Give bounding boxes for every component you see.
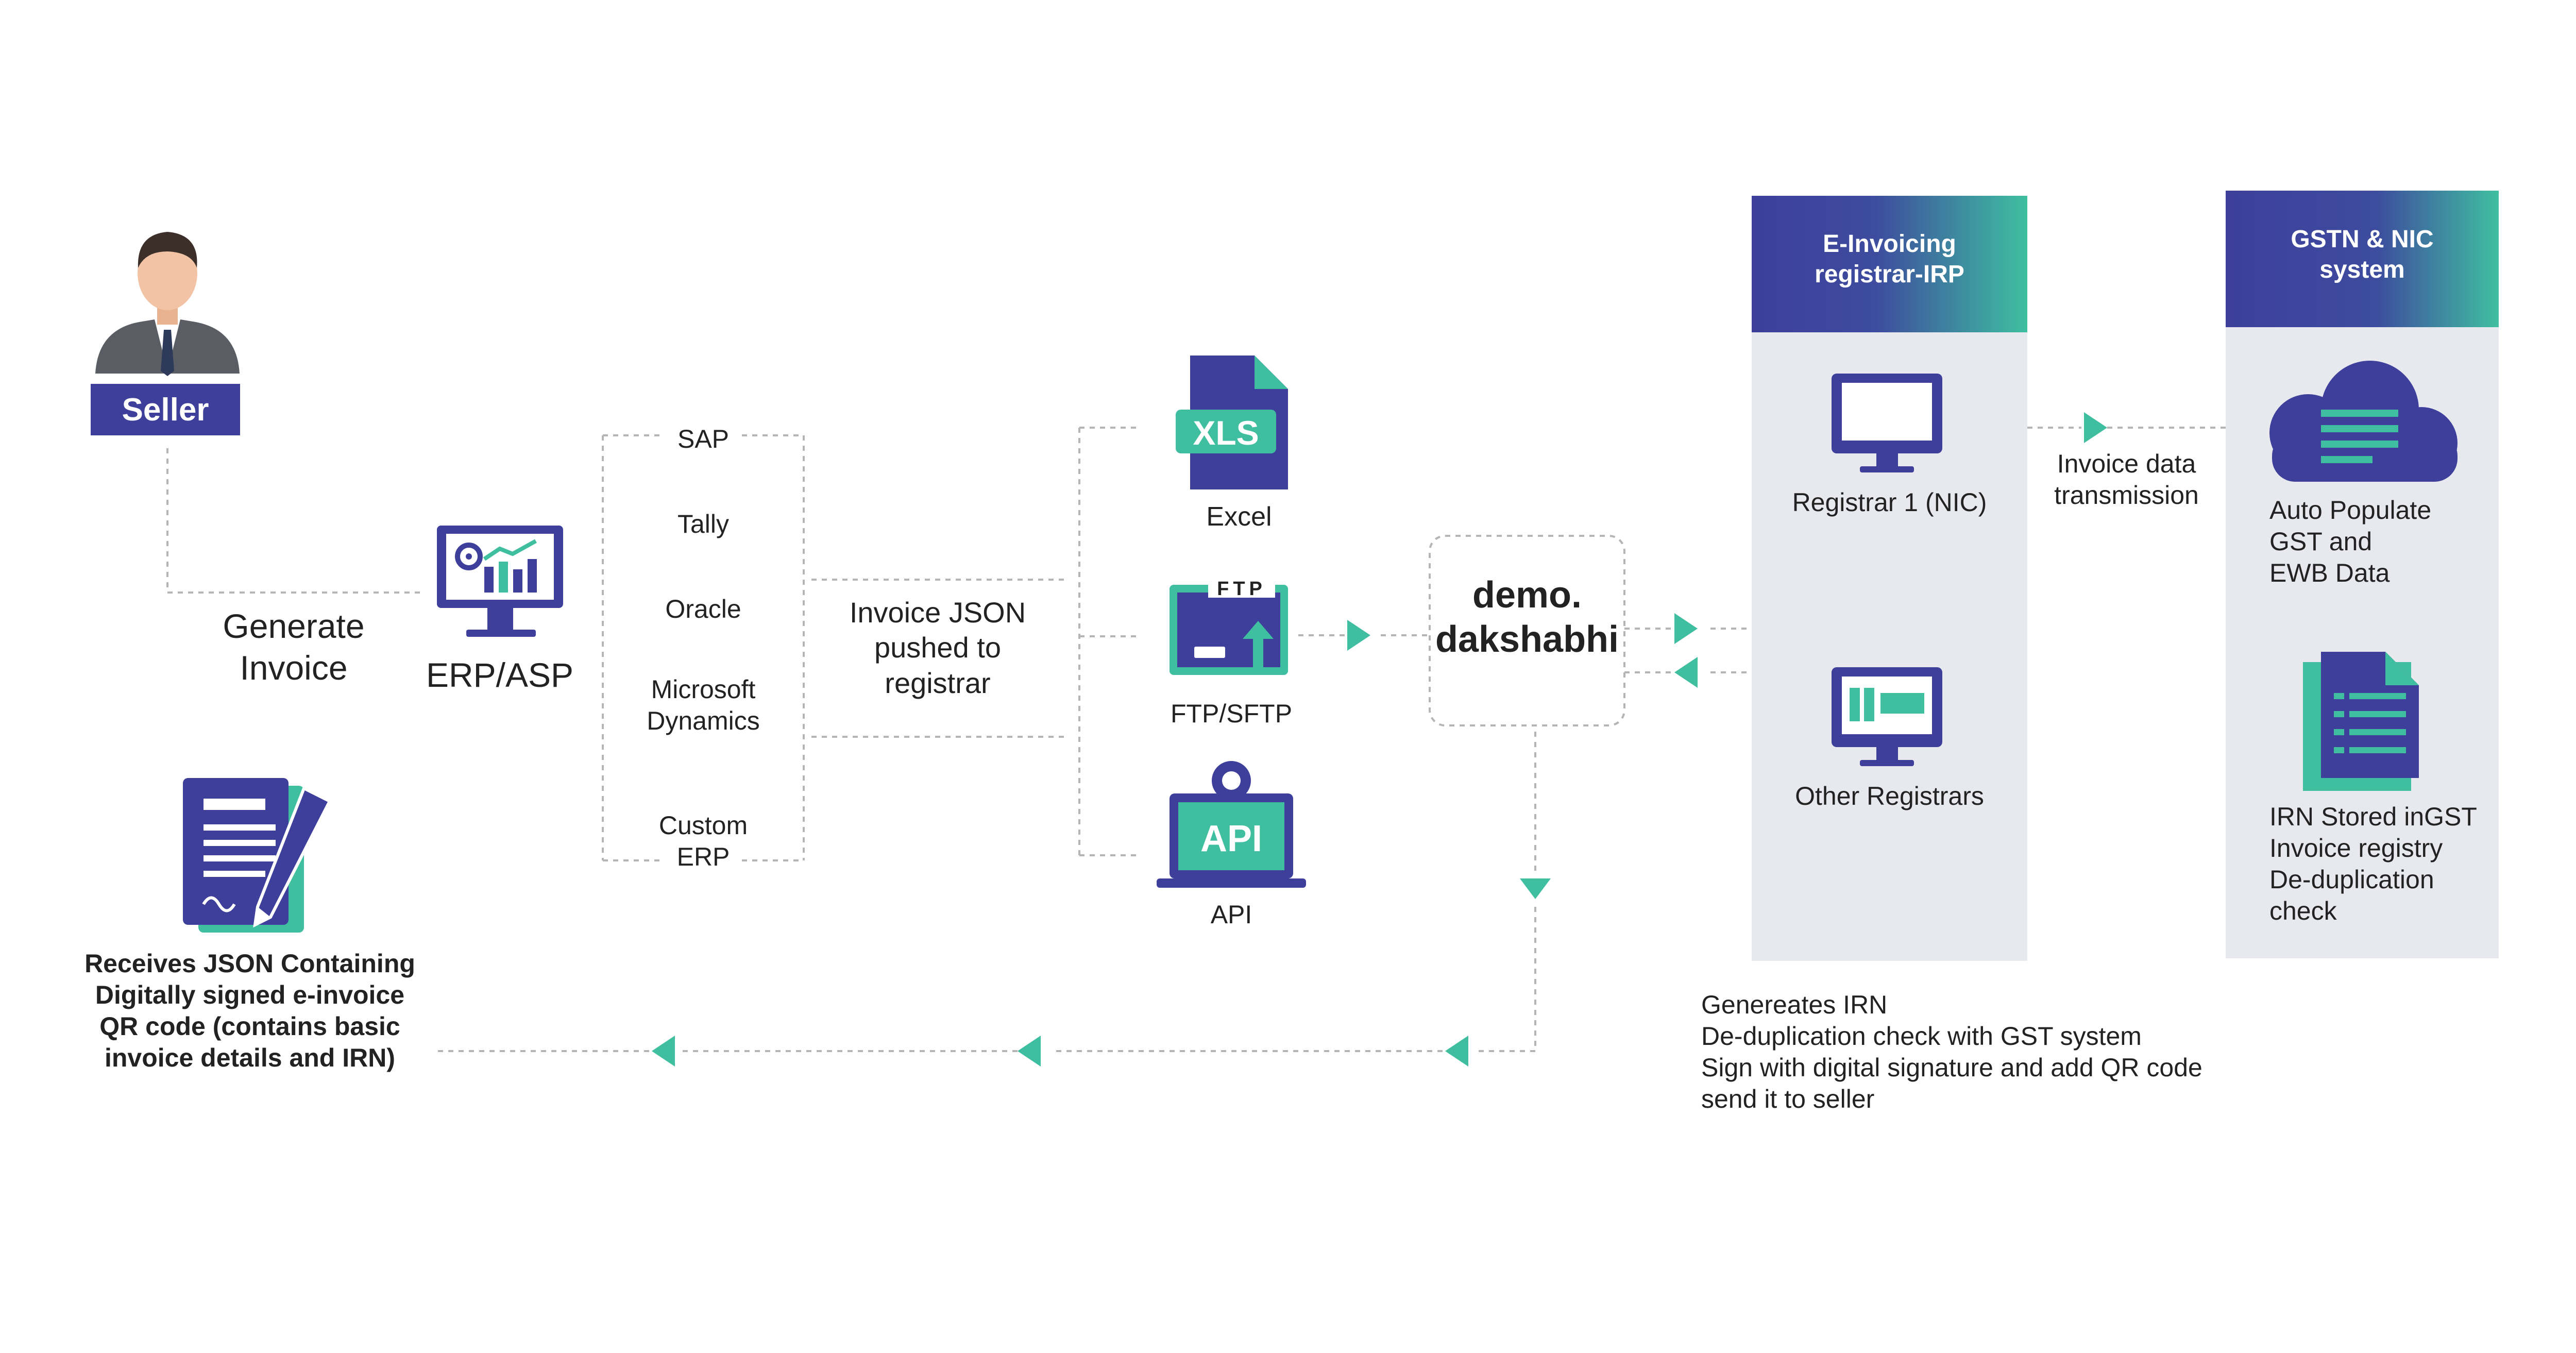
center-line1: demo.: [1472, 574, 1582, 616]
irp-notes: Genereates IRN De-duplication check with…: [1701, 989, 2268, 1115]
generate-invoice-line1: Generate: [223, 607, 365, 645]
arrow-left-1: [1445, 1036, 1468, 1067]
document-pen-icon: [183, 778, 332, 933]
gstn-header-line2: system: [2319, 256, 2405, 283]
erp-item-microsoft-dynamics: Microsoft Dynamics: [626, 674, 781, 737]
arrow-from-irp: [1674, 657, 1698, 688]
erp-item-custom-erp: Custom ERP: [626, 810, 781, 873]
invoice-json-label: Invoice JSON pushed to registrar: [809, 595, 1066, 701]
erp-item-tally: Tally: [677, 510, 730, 538]
flow-arrows: [652, 412, 2107, 1067]
transmission-line2: transmission: [2054, 481, 2199, 510]
api-laptop-icon: [1157, 761, 1306, 888]
receives-line2: Digitally signed e-invoice: [95, 980, 405, 1009]
irn-document-icon: [2303, 652, 2419, 791]
irp-note-line2: De-duplication check with GST system: [1701, 1022, 2142, 1051]
registrar1-label: Registrar 1 (NIC): [1792, 488, 1987, 517]
api-badge-text: API: [1200, 818, 1263, 859]
other-registrars-monitor-icon: [1832, 667, 1942, 766]
irp-note-line3: Sign with digital signature and add QR c…: [1701, 1053, 2202, 1082]
irn-stored-label: IRN Stored inGST Invoice registry De-dup…: [2269, 801, 2496, 927]
seller-label: Seller: [122, 392, 209, 428]
cloud-document-icon: [2269, 361, 2458, 482]
gstn-header: GSTN & NIC system: [2226, 225, 2499, 285]
ftp-badge-text: FTP: [1217, 578, 1266, 600]
generate-invoice-line2: Invoice: [240, 648, 348, 687]
erp-item-oracle: Oracle: [665, 595, 741, 623]
ftp-label: FTP/SFTP: [1170, 699, 1293, 728]
receives-line3: QR code (contains basic: [99, 1012, 400, 1041]
xls-file-icon: [1176, 356, 1288, 489]
excel-label: Excel: [1206, 502, 1272, 532]
arrow-left-3: [652, 1036, 675, 1067]
auto-line2: GST and: [2269, 527, 2372, 556]
auto-line3: EWB Data: [2269, 559, 2390, 587]
connector-lines: [166, 427, 2226, 1052]
xls-badge-text: XLS: [1193, 414, 1259, 452]
irp-note-line1: Genereates IRN: [1701, 990, 1888, 1019]
erp-label: ERP/ASP: [426, 656, 574, 694]
invoice-json-line2: pushed to: [874, 631, 1001, 664]
irp-panel: [1752, 196, 2027, 961]
arrow-to-irp: [1674, 613, 1698, 644]
gstn-panel: [2226, 191, 2499, 958]
irn-line3: De-duplication: [2269, 865, 2434, 894]
erp-item-ms-line2: Dynamics: [647, 706, 760, 735]
auto-populate-label: Auto Populate GST and EWB Data: [2269, 495, 2486, 589]
ftp-upload-icon: [1170, 577, 1288, 675]
center-line2: dakshabhi: [1435, 619, 1619, 661]
transmission-label: Invoice data transmission: [2027, 448, 2226, 511]
erp-item-sap: SAP: [677, 425, 730, 453]
receives-line1: Receives JSON Containing: [84, 949, 415, 978]
erp-item-custom-line2: ERP: [676, 842, 730, 871]
irp-header-line2: registrar-IRP: [1815, 260, 1964, 288]
irn-line2: Invoice registry: [2269, 834, 2443, 862]
irn-line4: check: [2269, 897, 2337, 925]
other-registrars-label: Other Registrars: [1795, 782, 1984, 810]
irp-header: E-Invoicing registrar-IRP: [1752, 229, 2027, 290]
irp-note-line4: send it to seller: [1701, 1085, 1875, 1113]
arrow-down-return: [1520, 878, 1551, 899]
transmission-line1: Invoice data: [2057, 449, 2196, 478]
auto-line1: Auto Populate: [2269, 496, 2432, 525]
arrow-left-2: [1018, 1036, 1041, 1067]
irp-header-line1: E-Invoicing: [1823, 230, 1956, 258]
registrar-monitor-icon: [1832, 374, 1942, 472]
seller-avatar-icon: [91, 232, 240, 435]
invoice-json-line3: registrar: [885, 666, 991, 699]
generate-invoice-label: Generate Invoice: [206, 605, 381, 688]
receives-json-label: Receives JSON Containing Digitally signe…: [72, 948, 428, 1074]
center-node-label: demo. dakshabhi: [1430, 573, 1624, 662]
receives-line4: invoice details and IRN): [104, 1043, 395, 1072]
erp-item-ms-line1: Microsoft: [651, 675, 756, 704]
api-label: API: [1210, 900, 1252, 929]
invoice-json-line1: Invoice JSON: [849, 596, 1026, 629]
gstn-header-line1: GSTN & NIC: [2291, 226, 2434, 253]
arrow-to-center: [1347, 620, 1370, 651]
erp-monitor-icon: [437, 526, 563, 637]
arrow-to-gstn: [2084, 412, 2107, 443]
erp-item-custom-line1: Custom: [658, 811, 748, 840]
irn-line1: IRN Stored inGST: [2269, 802, 2477, 831]
